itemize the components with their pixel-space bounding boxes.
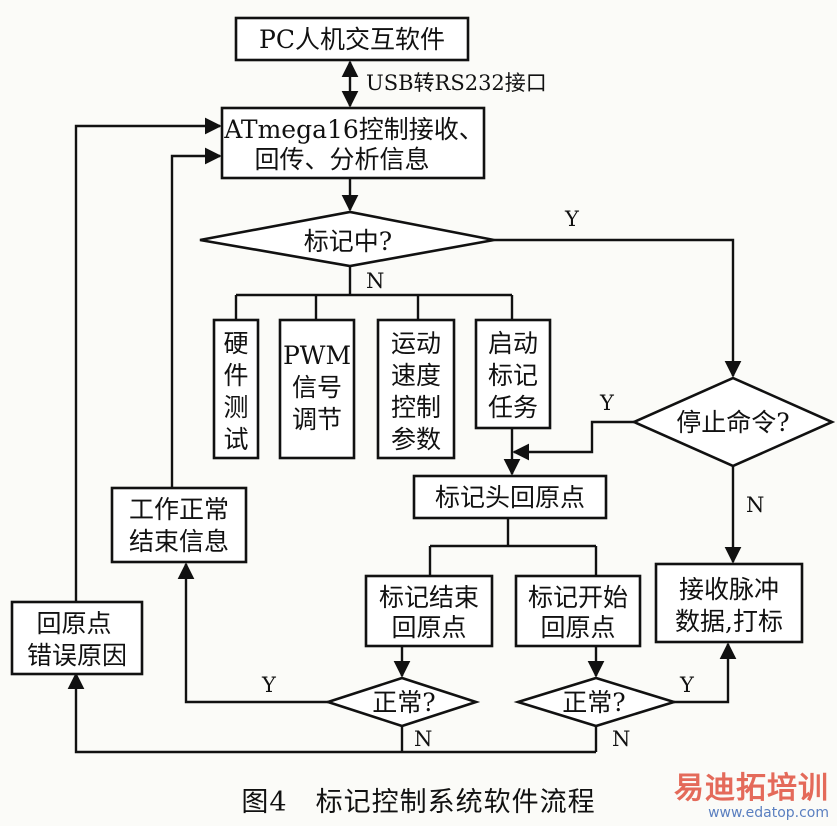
yes-label-marking: Y xyxy=(564,207,580,231)
normal-end-line1: 工作正常 xyxy=(129,495,229,524)
start-task-line: 标记 xyxy=(488,361,538,390)
usb-link-label: USB转RS232接口 xyxy=(366,71,547,95)
start-homing-line2: 回原点 xyxy=(540,613,615,642)
watermark-url: www.edatop.com xyxy=(708,805,829,821)
start-homing-line1: 标记开始 xyxy=(528,583,628,612)
atmega-label-line1: ATmega16控制接收、 xyxy=(223,115,484,144)
yes-label-stop: Y xyxy=(599,391,615,415)
no-label-stop: N xyxy=(746,493,764,517)
motion-params-line: 控制 xyxy=(391,393,441,422)
homing-error-line1: 回原点 xyxy=(36,609,111,638)
yes-label-right: Y xyxy=(679,673,695,697)
hardware-test-box xyxy=(212,318,260,460)
no-to-error-arrow xyxy=(67,672,596,754)
pc-software-label: PC人机交互软件 xyxy=(259,25,445,54)
marking-decision-label: 标记中? xyxy=(304,227,392,256)
receive-pulse-box xyxy=(654,562,804,644)
start-task-box xyxy=(474,318,552,430)
start-task-line: 任务 xyxy=(488,393,538,422)
end-homing-line2: 回原点 xyxy=(391,613,466,642)
yes-to-stop-arrow xyxy=(494,238,742,378)
receive-pulse-line2: 数据,打标 xyxy=(675,607,783,636)
motion-params-line: 速度 xyxy=(391,361,441,390)
normal-end-line2: 结束信息 xyxy=(129,527,229,556)
normal-decision-left-diamond xyxy=(323,676,481,728)
left-yes-arrow xyxy=(177,562,328,704)
motion-params-box xyxy=(376,318,456,460)
no-label-right: N xyxy=(612,727,630,751)
flowchart: PC人机交互软件 USB转RS232接口 ATmega16控制接收、 回传、分析… xyxy=(10,16,836,754)
pwm-adjust-line: PWM xyxy=(283,341,351,370)
no-label-marking: N xyxy=(366,269,384,293)
atmega-box xyxy=(220,106,486,180)
homing-error-line2: 错误原因 xyxy=(27,641,127,670)
receive-pulse-line1: 接收脉冲 xyxy=(679,575,779,604)
stop-yes-arrow xyxy=(512,420,634,461)
stop-decision-diamond xyxy=(630,376,836,468)
normal-decision-right-label: 正常? xyxy=(562,688,625,717)
start-task-line: 启动 xyxy=(488,329,538,358)
pwm-adjust-line: 信号 xyxy=(292,373,342,402)
pwm-adjust-box xyxy=(278,318,356,460)
end-homing-line1: 标记结束 xyxy=(379,583,479,612)
motion-params-line: 运动 xyxy=(391,329,441,358)
end-homing-box xyxy=(364,574,494,648)
pwm-adjust-line: 调节 xyxy=(292,405,342,434)
right-yes-arrow xyxy=(674,642,737,704)
hardware-test-char: 试 xyxy=(223,425,248,454)
error-to-atmega-arrow xyxy=(74,117,222,602)
head-homing-box xyxy=(412,474,608,520)
normal-end-box xyxy=(110,486,248,564)
pc-software-box xyxy=(234,16,470,62)
watermark: 易迪拓培训 www.edatop.com xyxy=(674,771,829,821)
normal-end-to-atmega-arrow xyxy=(170,147,222,488)
hardware-test-char: 硬 xyxy=(223,329,248,358)
stop-decision-label: 停止命令? xyxy=(676,408,789,437)
no-label-left: N xyxy=(414,727,432,751)
hardware-test-char: 测 xyxy=(223,393,248,422)
atmega-label-line2: 回传、分析信息 xyxy=(254,145,429,174)
motion-params-line: 参数 xyxy=(391,425,441,454)
normal-decision-left-label: 正常? xyxy=(372,688,435,717)
yes-label-left: Y xyxy=(261,673,277,697)
figure-caption: 图4 标记控制系统软件流程 xyxy=(241,787,596,818)
head-homing-label: 标记头回原点 xyxy=(435,483,585,512)
watermark-logo-text: 易迪拓培训 xyxy=(674,771,829,806)
hardware-test-char: 件 xyxy=(223,361,248,390)
start-homing-box xyxy=(514,574,642,648)
